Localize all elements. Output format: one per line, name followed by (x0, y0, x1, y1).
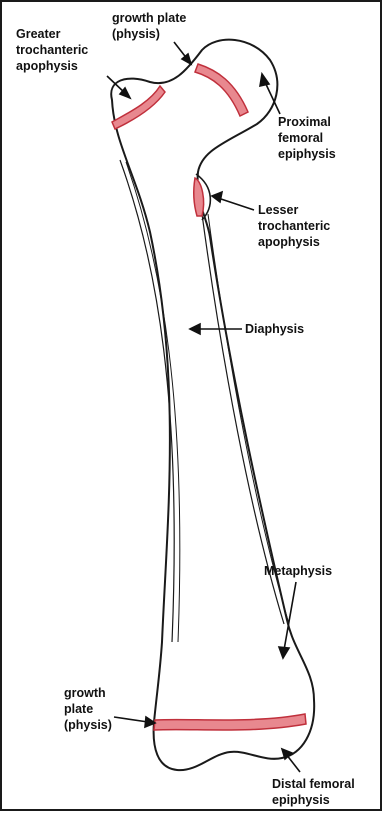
label-proximal-femoral: Proximal femoral epiphysis (278, 115, 336, 161)
label-lesser-trochanteric: Lesser trochanteric apophysis (258, 203, 334, 249)
label-metaphysis: Metaphysis (264, 564, 332, 578)
arrow-growth-plate-bottom (114, 717, 148, 722)
label-distal-femoral: Distal femoral epiphysis (272, 777, 358, 807)
proximal-femoral-physis (195, 64, 248, 116)
arrowhead-metaphysis (279, 647, 289, 658)
lesser-trochanteric-physis (194, 178, 204, 216)
arrowhead-lesser-trochanteric (212, 192, 222, 202)
distal-femoral-physis (154, 714, 306, 730)
arrowhead-growth-plate-top (182, 54, 191, 64)
label-growth-plate-top: growth plate (physis) (112, 11, 190, 41)
arrow-lesser-trochanteric (218, 198, 254, 210)
label-greater-trochanteric: Greater trochanteric apophysis (16, 27, 92, 73)
femur-inner-line-left-2 (126, 162, 180, 642)
femur-inner-line-right-2 (208, 214, 289, 624)
arrowhead-diaphysis (190, 324, 200, 334)
arrowhead-proximal-femoral (260, 74, 269, 86)
greater-trochanteric-physis (112, 86, 165, 129)
label-diaphysis: Diaphysis (245, 322, 304, 336)
label-growth-plate-bottom: growth plate (physis) (64, 686, 112, 732)
